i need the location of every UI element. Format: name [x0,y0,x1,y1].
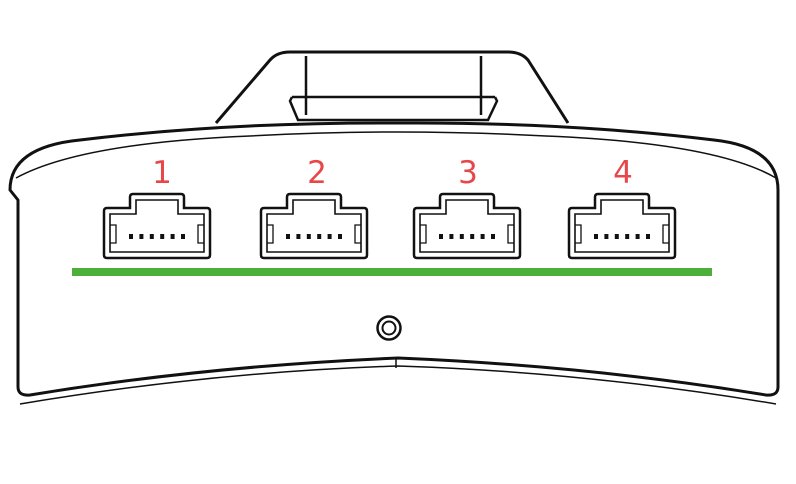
connector-pin [296,234,301,239]
connector-side-notch [662,224,669,244]
port-label: 2 [307,155,327,191]
connector-pin [635,234,640,239]
connector-side-notch [197,224,204,244]
top-tab-housing [214,50,570,124]
connector-shell [102,192,212,260]
connector-inner-outline [419,199,515,253]
connector-pin [459,234,464,239]
connector-pin [338,234,342,239]
body-top-contour [15,131,777,179]
connector-pin [614,234,619,239]
top-tab-insert [288,56,499,122]
connector-side-notch [354,224,361,244]
body-bottom-contour [19,365,777,405]
connector-pin [646,234,650,239]
connector-pin [625,234,630,239]
connector-inner-outline [109,199,205,253]
indicator-strip [72,268,712,276]
connector-pin [306,234,311,239]
connector-shell [567,192,677,260]
port-row: 1 2 3 4 [102,155,677,260]
connector-port-3: 3 [412,155,522,260]
connector-pin [449,234,454,239]
connector-inner-outline [574,199,670,253]
connector-pin [317,234,322,239]
screw-hole [376,315,402,341]
connector-pin [604,234,609,239]
connector-inner-outline [266,199,362,253]
connector-port-4: 4 [567,155,677,260]
device-body [8,121,780,397]
connector-port-2: 2 [259,155,369,260]
connector-pin [327,234,332,239]
connector-pin [480,234,485,239]
connector-pin [160,234,165,239]
connector-side-notch [110,224,117,244]
connector-pin [149,234,154,239]
connector-port-1: 1 [102,155,212,260]
connector-shell [412,192,522,260]
connector-side-notch [267,224,274,244]
connector-pin [129,234,133,239]
port-label: 4 [613,155,633,191]
connector-pin [181,234,185,239]
connector-pin [491,234,495,239]
connector-pin [139,234,144,239]
connector-side-notch [507,224,514,244]
port-label: 1 [152,155,172,191]
port-label: 3 [458,155,478,191]
connector-side-notch [420,224,427,244]
connector-pin [470,234,475,239]
connector-pin [594,234,598,239]
connector-pin [439,234,443,239]
connector-shell [259,192,369,260]
connector-pin [286,234,290,239]
connector-pin [170,234,175,239]
connector-side-notch [575,224,582,244]
